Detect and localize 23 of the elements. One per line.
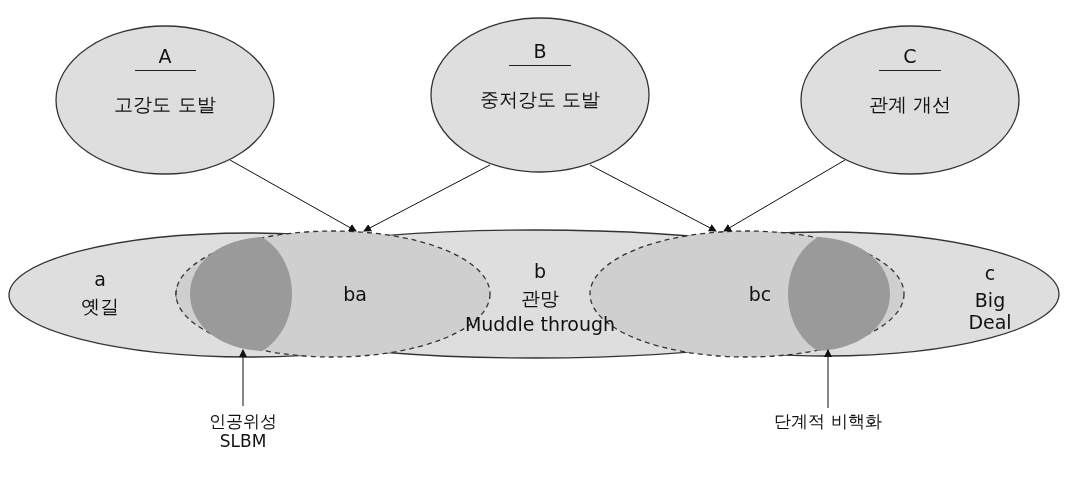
- heading: C: [879, 44, 941, 71]
- heading: B: [509, 39, 571, 66]
- arrow: [363, 164, 491, 232]
- ellipse-label: 옛길: [81, 295, 119, 318]
- ellipse-label: Big Deal: [967, 288, 1013, 335]
- ellipse-label: c: [984, 261, 996, 285]
- annotation-text: 단계적 비핵화: [774, 410, 882, 432]
- arrow: [824, 349, 832, 409]
- ellipse-label: b: [533, 259, 547, 283]
- ellipse-label: 고강도 도발: [114, 92, 216, 116]
- arrow: [229, 159, 357, 232]
- ellipse-label: a: [94, 268, 106, 291]
- ellipse-label: 중저강도 도발: [479, 87, 600, 111]
- annotation-text: 인공위성 SLBM: [208, 410, 278, 452]
- ellipse-label: 관망: [521, 286, 559, 310]
- ellipse-label: ba: [343, 282, 367, 306]
- arrow: [589, 164, 717, 232]
- ellipse-label: bc: [748, 282, 772, 306]
- ellipse-label: 관계 개선: [868, 92, 951, 116]
- arrow: [723, 159, 846, 232]
- ellipse-label: Muddle through: [464, 313, 616, 337]
- arrow: [239, 349, 247, 407]
- heading: A: [134, 44, 196, 71]
